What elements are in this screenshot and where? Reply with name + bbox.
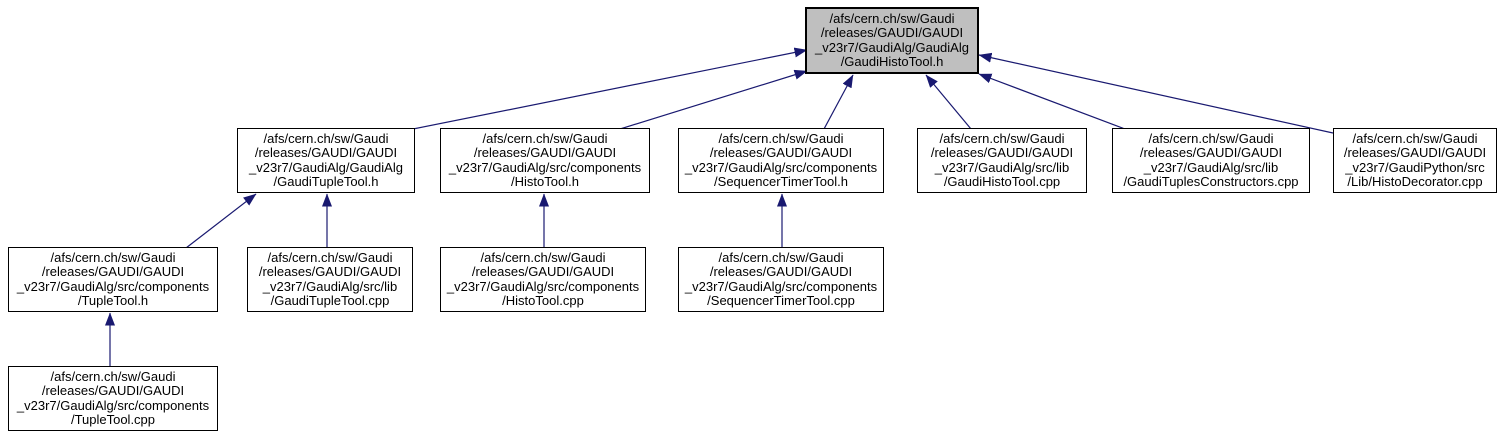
graph-node-sequencertimertool-cpp[interactable]: /afs/cern.ch/sw/Gaudi /releases/GAUDI/GA…	[678, 247, 884, 312]
graph-node-tupletool-cpp[interactable]: /afs/cern.ch/sw/Gaudi /releases/GAUDI/GA…	[8, 366, 218, 431]
graph-node-gaudihistotool-cpp[interactable]: /afs/cern.ch/sw/Gaudi /releases/GAUDI/GA…	[917, 128, 1087, 193]
graph-node-gauditupletool-h[interactable]: /afs/cern.ch/sw/Gaudi /releases/GAUDI/GA…	[237, 128, 415, 193]
node-label: /afs/cern.ch/sw/Gaudi /releases/GAUDI/GA…	[1123, 130, 1299, 189]
edge-gaudihistotool-cpp-to-gaudihistotool-h	[925, 74, 972, 130]
node-label: /afs/cern.ch/sw/Gaudi /releases/GAUDI/GA…	[446, 249, 640, 308]
node-label: /afs/cern.ch/sw/Gaudi /releases/GAUDI/GA…	[684, 249, 878, 308]
graph-node-histotool-h[interactable]: /afs/cern.ch/sw/Gaudi /releases/GAUDI/GA…	[440, 128, 650, 193]
edge-histotool-h-to-gaudihistotool-h	[619, 69, 808, 130]
edge-sequencertimertool-h-to-gaudihistotool-h	[823, 74, 854, 130]
node-label: /afs/cern.ch/sw/Gaudi /releases/GAUDI/GA…	[448, 130, 642, 189]
node-label: /afs/cern.ch/sw/Gaudi /releases/GAUDI/GA…	[258, 249, 402, 308]
edge-gauditupletool-h-to-gaudihistotool-h	[412, 47, 808, 130]
graph-node-gaudituplesconstructors-cpp[interactable]: /afs/cern.ch/sw/Gaudi /releases/GAUDI/GA…	[1112, 128, 1310, 193]
node-label: /afs/cern.ch/sw/Gaudi /releases/GAUDI/GA…	[930, 130, 1074, 189]
graph-node-gauditupletool-cpp[interactable]: /afs/cern.ch/sw/Gaudi /releases/GAUDI/GA…	[247, 247, 413, 312]
edge-tupletool-h-to-gauditupletool-h	[185, 193, 257, 249]
edge-histodecorator-cpp-to-gaudihistotool-h	[978, 52, 1334, 134]
graph-node-histotool-cpp[interactable]: /afs/cern.ch/sw/Gaudi /releases/GAUDI/GA…	[440, 247, 646, 312]
node-label: /afs/cern.ch/sw/Gaudi /releases/GAUDI/GA…	[1343, 130, 1487, 189]
node-label: /afs/cern.ch/sw/Gaudi /releases/GAUDI/GA…	[249, 130, 403, 189]
node-label: /afs/cern.ch/sw/Gaudi /releases/GAUDI/GA…	[16, 249, 210, 308]
graph-node-tupletool-h[interactable]: /afs/cern.ch/sw/Gaudi /releases/GAUDI/GA…	[8, 247, 218, 312]
node-label: /afs/cern.ch/sw/Gaudi /releases/GAUDI/GA…	[684, 130, 878, 189]
node-label: /afs/cern.ch/sw/Gaudi /releases/GAUDI/GA…	[815, 10, 969, 69]
graph-node-gaudihistotool-h: /afs/cern.ch/sw/Gaudi /releases/GAUDI/GA…	[805, 7, 979, 74]
graph-node-histodecorator-cpp[interactable]: /afs/cern.ch/sw/Gaudi /releases/GAUDI/GA…	[1333, 128, 1497, 193]
graph-node-sequencertimertool-h[interactable]: /afs/cern.ch/sw/Gaudi /releases/GAUDI/GA…	[678, 128, 884, 193]
edge-gaudituplesconstructors-cpp-to-gaudihistotool-h	[978, 73, 1126, 130]
node-label: /afs/cern.ch/sw/Gaudi /releases/GAUDI/GA…	[16, 368, 210, 427]
